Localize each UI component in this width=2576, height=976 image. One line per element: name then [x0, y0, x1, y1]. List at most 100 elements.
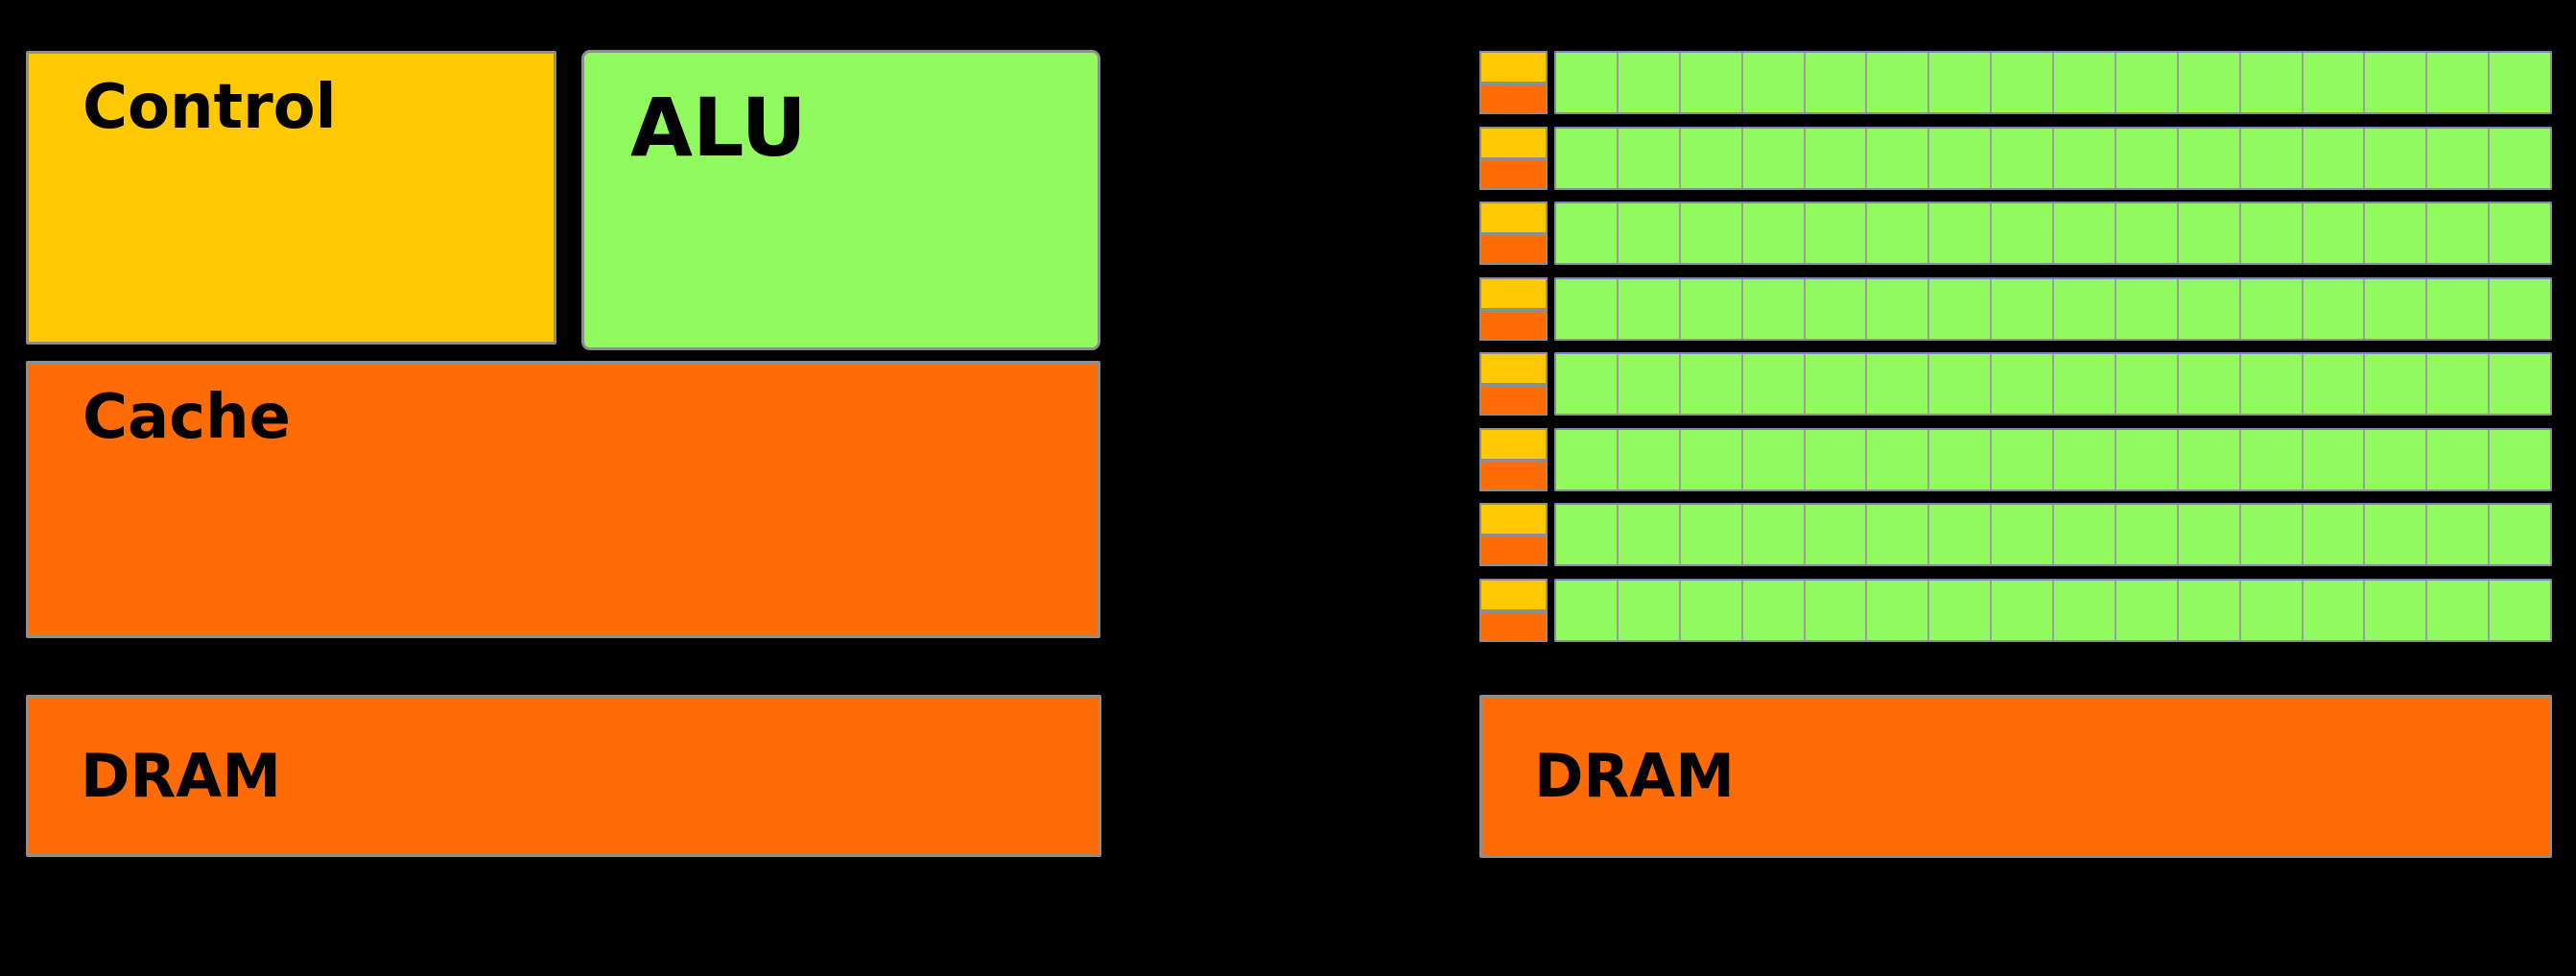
- gpu-alu-cell: [1616, 129, 1679, 188]
- gpu-alu-cell: [1740, 354, 1804, 414]
- gpu-alu-cell: [1616, 354, 1679, 414]
- gpu-row: [1479, 579, 2552, 642]
- gpu-cache-cell: [1479, 83, 1548, 114]
- cpu-cache-box: Cache: [26, 361, 1100, 638]
- gpu-control-cell: [1479, 51, 1548, 83]
- gpu-alu-cell: [2301, 430, 2364, 489]
- gpu-alu-cell: [1990, 354, 2052, 414]
- gpu-alu-cell: [1803, 354, 1866, 414]
- gpu-alu-cell: [1556, 53, 1617, 112]
- gpu-alu-cell: [1927, 279, 1991, 339]
- gpu-alu-cell: [2425, 129, 2489, 188]
- gpu-control-cell: [1479, 428, 1548, 461]
- gpu-alu-cell: [1678, 505, 1741, 564]
- gpu-alu-cell: [1990, 53, 2052, 112]
- gpu-alu-cell: [2425, 354, 2489, 414]
- gpu-alu-cell: [1740, 430, 1804, 489]
- gpu-row: [1479, 428, 2552, 491]
- gpu-alu-cell: [1927, 581, 1991, 640]
- gpu-alu-cell: [2176, 129, 2239, 188]
- gpu-alu-cell: [1556, 505, 1617, 564]
- gpu-alu-cell: [2363, 354, 2426, 414]
- gpu-alu-cell: [2176, 505, 2239, 564]
- gpu-alu-cell: [1927, 430, 1991, 489]
- cpu-cache-label: Cache: [83, 382, 292, 453]
- gpu-alu-cell: [2052, 53, 2115, 112]
- gpu-alu-cell: [1927, 505, 1991, 564]
- gpu-cache-cell: [1479, 461, 1548, 491]
- gpu-alu-cell: [1616, 581, 1679, 640]
- gpu-row: [1479, 127, 2552, 190]
- gpu-alu-cell: [1678, 53, 1741, 112]
- gpu-alu-cell: [2238, 53, 2302, 112]
- gpu-alu-cell: [2301, 129, 2364, 188]
- gpu-alu-cell: [1803, 129, 1866, 188]
- gpu-alu-cell: [1616, 279, 1679, 339]
- gpu-alu-cell: [2425, 430, 2489, 489]
- gpu-alu-cell: [1556, 430, 1617, 489]
- gpu-alu-cell: [1865, 53, 1928, 112]
- gpu-alu-cell: [2238, 203, 2302, 263]
- gpu-core-grid: [1479, 51, 2552, 642]
- gpu-alu-cell: [1678, 129, 1741, 188]
- gpu-alu-cell: [2176, 203, 2239, 263]
- gpu-control-cell: [1479, 127, 1548, 159]
- gpu-alu-cell: [2176, 279, 2239, 339]
- gpu-row: [1479, 51, 2552, 114]
- gpu-alu-cell: [1865, 203, 1928, 263]
- gpu-alu-cell: [2052, 581, 2115, 640]
- cpu-control-box: Control: [26, 51, 556, 345]
- gpu-cache-cell: [1479, 310, 1548, 341]
- gpu-alu-cell: [2238, 354, 2302, 414]
- gpu-alu-cell: [1990, 203, 2052, 263]
- gpu-alu-strip: [1554, 579, 2552, 642]
- gpu-alu-cell: [2425, 53, 2489, 112]
- gpu-dram-label: DRAM: [1534, 741, 1735, 811]
- gpu-alu-cell: [2114, 53, 2177, 112]
- gpu-alu-strip: [1554, 277, 2552, 341]
- gpu-alu-cell: [1990, 430, 2052, 489]
- gpu-alu-cell: [1678, 581, 1741, 640]
- gpu-alu-strip: [1554, 202, 2552, 265]
- gpu-alu-cell: [2363, 430, 2426, 489]
- gpu-alu-cell: [2301, 581, 2364, 640]
- gpu-alu-cell: [2363, 53, 2426, 112]
- cpu-alu-box: ALU: [581, 50, 1100, 350]
- gpu-alu-cell: [1678, 203, 1741, 263]
- gpu-control-cell: [1479, 202, 1548, 234]
- cpu-control-label: Control: [83, 72, 337, 143]
- gpu-alu-cell: [2363, 129, 2426, 188]
- gpu-alu-cell: [1865, 129, 1928, 188]
- gpu-alu-cell: [1556, 129, 1617, 188]
- gpu-alu-cell: [1740, 203, 1804, 263]
- gpu-alu-cell: [2363, 279, 2426, 339]
- gpu-cache-cell: [1479, 159, 1548, 190]
- gpu-cache-cell: [1479, 611, 1548, 642]
- gpu-alu-cell: [2488, 53, 2550, 112]
- gpu-alu-cell: [2301, 203, 2364, 263]
- gpu-alu-cell: [2363, 203, 2426, 263]
- gpu-alu-cell: [2488, 505, 2550, 564]
- gpu-alu-cell: [2301, 279, 2364, 339]
- gpu-alu-cell: [2114, 430, 2177, 489]
- gpu-alu-cell: [1865, 505, 1928, 564]
- gpu-alu-strip: [1554, 127, 2552, 190]
- gpu-alu-cell: [1865, 279, 1928, 339]
- gpu-alu-cell: [2363, 505, 2426, 564]
- gpu-alu-cell: [2052, 354, 2115, 414]
- cpu-alu-label: ALU: [630, 81, 807, 175]
- gpu-alu-cell: [1927, 53, 1991, 112]
- gpu-alu-cell: [1803, 53, 1866, 112]
- gpu-row: [1479, 277, 2552, 341]
- gpu-alu-cell: [2114, 129, 2177, 188]
- gpu-alu-cell: [2052, 129, 2115, 188]
- gpu-row: [1479, 503, 2552, 566]
- gpu-alu-cell: [2488, 354, 2550, 414]
- gpu-alu-cell: [2301, 53, 2364, 112]
- gpu-cache-cell: [1479, 536, 1548, 566]
- gpu-alu-cell: [1803, 430, 1866, 489]
- gpu-alu-cell: [1865, 354, 1928, 414]
- gpu-alu-cell: [2238, 129, 2302, 188]
- cpu-dram-label: DRAM: [81, 740, 281, 811]
